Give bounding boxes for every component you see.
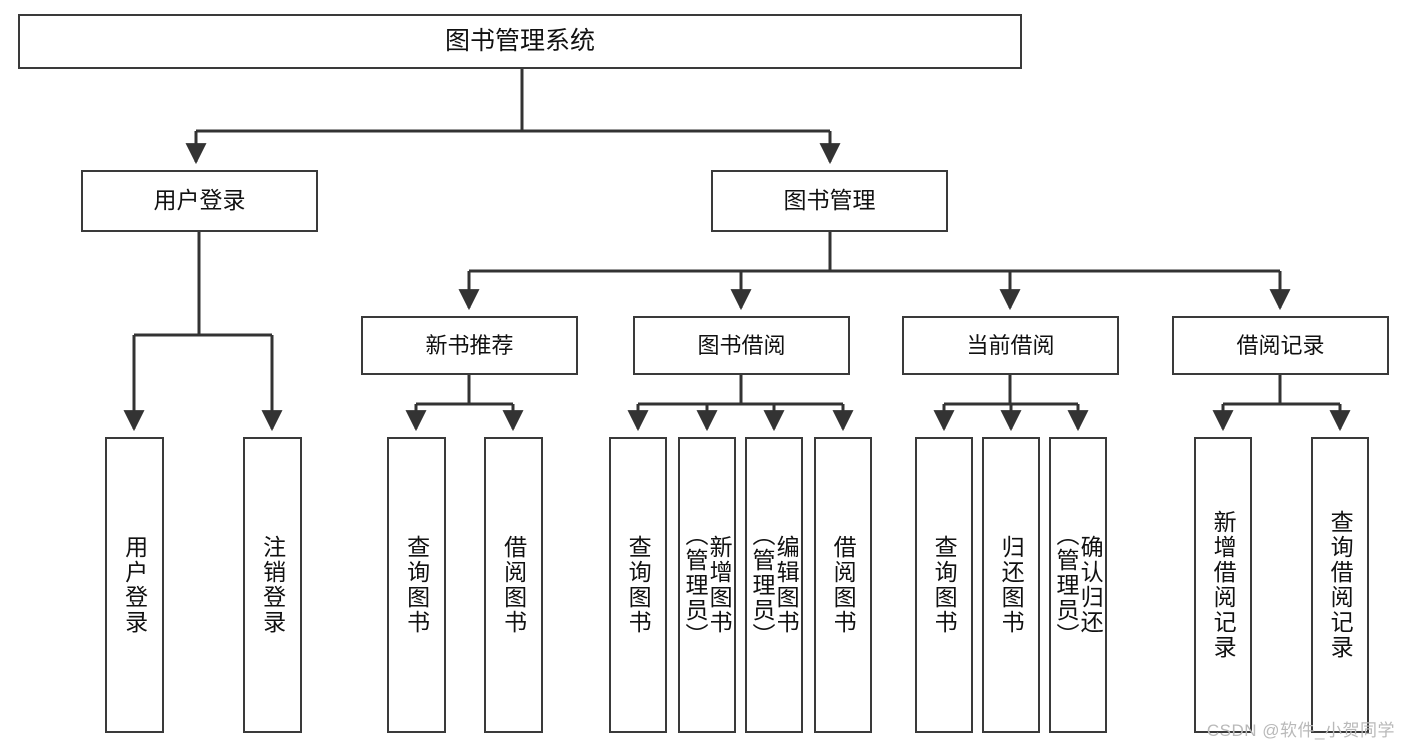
node-current-borrow[interactable]: 当前借阅 [902, 316, 1119, 375]
leaf-node[interactable]: 用户登录 [105, 437, 164, 733]
leaf-node-label: 编辑图书 （管理员） [749, 522, 800, 648]
node-new-book-recommend-label: 新书推荐 [425, 332, 514, 358]
leaf-node[interactable]: 新增借阅记录 [1194, 437, 1252, 733]
node-book-management-label: 图书管理 [783, 187, 876, 214]
leaf-node-label: 借阅图书 [500, 535, 527, 635]
leaf-node-label: 查询图书 [625, 535, 652, 635]
node-borrow-record[interactable]: 借阅记录 [1172, 316, 1389, 375]
node-user-login-label: 用户登录 [153, 187, 246, 214]
leaf-node-label: 借阅图书 [830, 535, 857, 635]
leaf-node-label: 确认归还 （管理员） [1053, 522, 1104, 648]
csdn-watermark: CSDN @软件_小贺同学 [1206, 721, 1395, 740]
leaf-node[interactable]: 查询图书 [915, 437, 973, 733]
leaf-node[interactable]: 借阅图书 [484, 437, 543, 733]
leaf-node-label: 查询借阅记录 [1327, 510, 1354, 660]
node-root[interactable]: 图书管理系统 [18, 14, 1022, 69]
leaf-node[interactable]: 查询图书 [609, 437, 667, 733]
leaf-node-label: 注销登录 [259, 535, 286, 635]
leaf-node[interactable]: 归还图书 [982, 437, 1040, 733]
node-book-borrow[interactable]: 图书借阅 [633, 316, 850, 375]
leaf-node[interactable]: 查询图书 [387, 437, 446, 733]
node-user-login[interactable]: 用户登录 [81, 170, 318, 232]
leaf-node[interactable]: 新增图书 （管理员） [678, 437, 736, 733]
leaf-node-label: 用户登录 [121, 535, 148, 635]
node-book-borrow-label: 图书借阅 [697, 332, 786, 358]
leaf-node[interactable]: 借阅图书 [814, 437, 872, 733]
node-new-book-recommend[interactable]: 新书推荐 [361, 316, 578, 375]
leaf-node[interactable]: 注销登录 [243, 437, 302, 733]
node-current-borrow-label: 当前借阅 [966, 332, 1055, 358]
leaf-node-label: 查询图书 [931, 535, 958, 635]
leaf-node-label: 新增图书 （管理员） [682, 522, 733, 648]
leaf-node-label: 查询图书 [403, 535, 430, 635]
leaf-node[interactable]: 确认归还 （管理员） [1049, 437, 1107, 733]
leaf-node-label: 归还图书 [998, 535, 1025, 635]
node-root-label: 图书管理系统 [444, 26, 595, 55]
leaf-node[interactable]: 编辑图书 （管理员） [745, 437, 803, 733]
leaf-node[interactable]: 查询借阅记录 [1311, 437, 1369, 733]
node-book-management[interactable]: 图书管理 [711, 170, 948, 232]
node-borrow-record-label: 借阅记录 [1236, 332, 1325, 358]
leaf-node-label: 新增借阅记录 [1210, 510, 1237, 660]
